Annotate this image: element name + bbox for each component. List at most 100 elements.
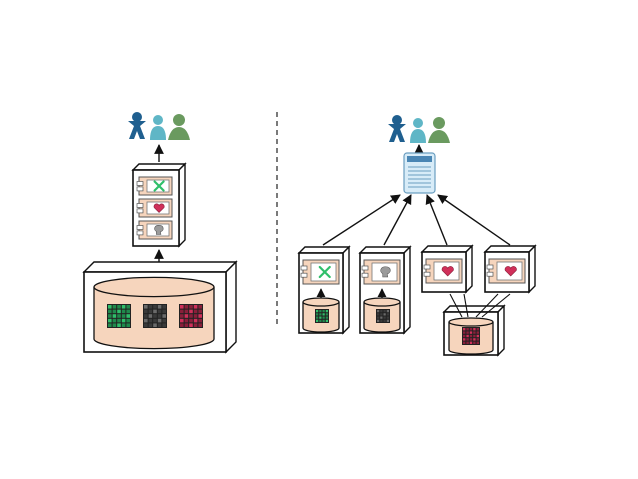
red-grid-icon-cell — [466, 331, 469, 334]
green-grid-icon-cell — [316, 310, 319, 313]
service-2 — [358, 245, 412, 335]
service-component-tab-b — [423, 271, 431, 277]
service-2-arrow — [383, 194, 412, 246]
green-grid-icon-cell — [108, 305, 112, 309]
red-grid-icon-cell — [469, 328, 473, 331]
red-grid-icon-cell — [198, 314, 202, 318]
red-grid-icon-cell — [184, 323, 189, 327]
green-grid-icon — [107, 304, 131, 328]
green-grid-icon-cell — [121, 305, 126, 309]
gray-grid-icon — [143, 304, 167, 328]
green-grid-icon-cell — [112, 305, 117, 309]
service-1 — [297, 245, 351, 335]
gray-grid-icon-cell — [386, 310, 389, 313]
green-grid-icon-cell — [121, 318, 126, 323]
shared-db-link — [475, 293, 499, 318]
user-teal-icon-body — [150, 126, 166, 140]
red-grid-icon-cell — [180, 318, 184, 323]
gray-grid-icon-cell — [153, 314, 157, 318]
green-grid-icon-cell — [126, 305, 130, 309]
gray-grid-icon-cell — [162, 314, 166, 318]
red-grid-icon-cell — [184, 314, 189, 318]
gray-grid-icon-cell — [162, 323, 166, 327]
red-grid-icon-cell — [189, 318, 193, 323]
service-box-side — [465, 244, 473, 294]
green-grid-icon-cell — [108, 318, 112, 323]
gray-grid-icon-cell — [148, 305, 153, 309]
monolith-app-server — [131, 162, 187, 248]
shared-db-link — [463, 293, 469, 318]
service-component-tab-a — [361, 265, 369, 271]
service-4 — [483, 244, 537, 294]
green-grid-icon-cell — [126, 323, 130, 327]
gray-grid-icon-cell — [162, 305, 166, 309]
red-grid-icon-cell — [473, 334, 476, 338]
green-grid-icon-cell — [112, 309, 117, 314]
app-server-box-top — [131, 163, 187, 171]
red-grid-icon-cell — [469, 334, 473, 338]
gray-grid-icon-cell — [383, 310, 386, 313]
shared-db-link — [481, 293, 511, 318]
x-icon — [318, 265, 331, 279]
red-grid-icon-cell — [193, 323, 198, 327]
green-grid-icon-cell — [322, 313, 325, 316]
green-grid-icon-cell — [117, 305, 121, 309]
gray-grid-icon-cell — [153, 318, 157, 323]
gray-grid-icon-cell — [144, 309, 148, 314]
red-grid-icon-cell — [473, 328, 476, 331]
gray-grid-icon-cell — [377, 310, 380, 313]
service-box-top — [297, 246, 351, 254]
user-teal-icon-body — [410, 129, 426, 143]
green-grid-icon-cell — [112, 318, 117, 323]
red-grid-icon-cell — [466, 328, 469, 331]
monolith-database-server — [82, 260, 238, 354]
user-green-icon-body — [428, 130, 450, 143]
service-box-side — [342, 245, 350, 335]
red-grid-icon-cell — [180, 309, 184, 314]
service-component-tab-a — [300, 265, 308, 271]
shared-db-link — [449, 293, 463, 318]
service-database-top — [302, 297, 340, 307]
x-icon-b — [153, 180, 165, 192]
brain-icon — [380, 266, 391, 278]
red-grid-icon-cell — [476, 331, 479, 334]
shared-service-database — [442, 293, 511, 357]
red-grid-icon-cell — [473, 341, 476, 344]
green-grid-icon-cell — [325, 319, 328, 322]
green-grid-icon-bg — [315, 309, 329, 323]
gray-grid-icon-cell — [144, 318, 148, 323]
red-grid-icon-cell — [463, 338, 466, 341]
gray-grid-icon — [376, 309, 390, 323]
gray-grid-icon-cell — [157, 318, 162, 323]
service-component-tab-b — [486, 271, 494, 277]
red-grid-icon-cell — [184, 318, 189, 323]
user-teal-icon-head — [153, 115, 163, 125]
gray-grid-icon-cell — [144, 314, 148, 318]
green-grid-icon-cell — [121, 323, 126, 327]
service-component-tab-a — [423, 264, 431, 270]
service-1-arrow — [322, 194, 401, 246]
red-grid-icon-cell — [463, 328, 466, 331]
green-grid-icon-cell — [316, 316, 319, 319]
component-heart-icon — [136, 198, 173, 218]
green-grid-icon-cell — [117, 318, 121, 323]
service-component — [486, 258, 526, 284]
green-grid-icon-cell — [108, 314, 112, 318]
gray-grid-icon-cell — [153, 309, 157, 314]
service-3-arrow — [425, 194, 448, 246]
gray-grid-icon-cell — [153, 323, 157, 327]
red-grid-icon-cell — [189, 323, 193, 327]
user-teal-icon — [410, 118, 426, 143]
red-grid-icon-cell — [193, 318, 198, 323]
heart-icon — [153, 203, 165, 213]
green-grid-icon-cell — [121, 314, 126, 318]
red-grid-icon-cell — [463, 341, 466, 344]
red-grid-icon-cell — [198, 309, 202, 314]
gray-grid-icon-cell — [383, 313, 386, 316]
user-teal-icon — [150, 115, 166, 140]
user-green-icon-head — [173, 114, 185, 126]
red-grid-icon-cell — [198, 305, 202, 309]
user-blue-icon — [128, 112, 146, 139]
gray-grid-icon-cell — [380, 316, 383, 319]
